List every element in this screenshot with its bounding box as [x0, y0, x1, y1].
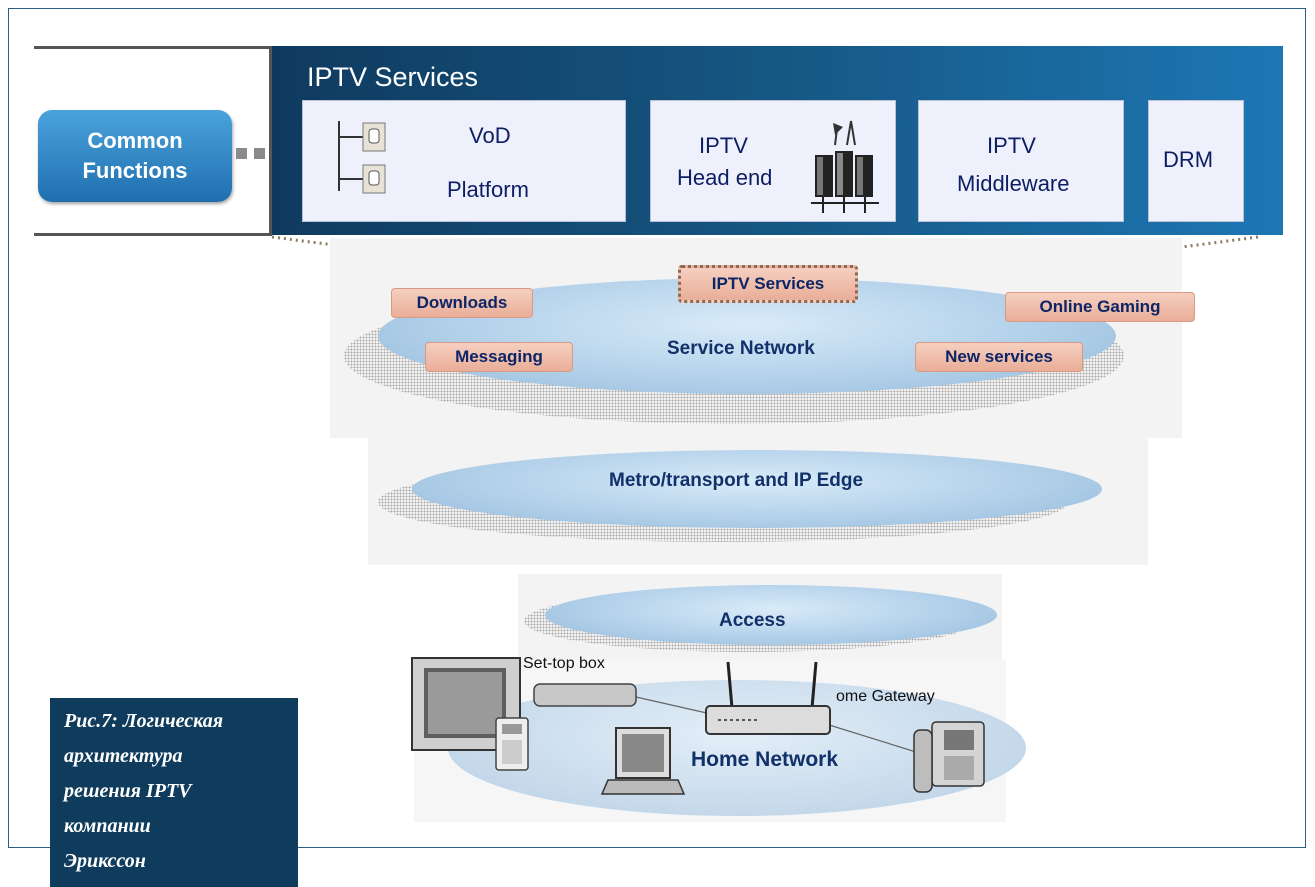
access-label: Access — [719, 610, 786, 631]
common-functions-box: Common Functions — [38, 110, 232, 202]
middleware-box: IPTV Middleware — [918, 100, 1124, 222]
common-functions-line2: Functions — [82, 158, 188, 183]
home-gateway-label: ome Gateway — [836, 688, 935, 705]
metro-ellipse — [412, 450, 1102, 528]
home-network-label: Home Network — [691, 748, 839, 771]
iptv-services-title: IPTV Services — [307, 62, 479, 92]
caption-line: Рис.7: Логическая — [64, 710, 224, 732]
common-functions-line1: Common — [87, 128, 183, 153]
caption-line: Эрикссон — [64, 850, 146, 872]
router-icon — [705, 661, 831, 735]
tag-new-services: New services — [915, 342, 1083, 372]
phone-icon — [913, 721, 985, 793]
tag-online-gaming: Online Gaming — [1005, 292, 1195, 322]
server-icon — [338, 121, 386, 194]
vod-platform-box: VoD Platform — [302, 100, 626, 222]
head-end-box: IPTV Head end — [650, 100, 896, 222]
caption-line: решения IPTV — [64, 780, 192, 802]
access-ellipse — [545, 585, 997, 645]
service-network-label: Service Network — [667, 338, 815, 359]
middleware-line2: Middleware — [957, 171, 1070, 196]
figure-caption: Рис.7: Логическая архитектура решения IP… — [50, 698, 298, 887]
tag-messaging: Messaging — [425, 342, 573, 372]
settop-box-label: Set-top box — [523, 655, 605, 672]
connector-dot — [236, 148, 247, 159]
drm-label: DRM — [1163, 147, 1214, 172]
remote-icon — [495, 717, 529, 771]
caption-line: архитектура — [64, 745, 183, 767]
vod-line2: Platform — [447, 177, 529, 202]
tag-downloads: Downloads — [391, 288, 533, 318]
cable-line — [825, 723, 917, 753]
laptop-icon — [600, 727, 686, 795]
vod-line1: VoD — [469, 123, 511, 148]
tag-iptv-services: IPTV Services — [678, 265, 858, 303]
head-end-line2: Head end — [677, 165, 773, 190]
metro-label: Metro/transport and IP Edge — [609, 470, 864, 491]
connector-dot — [254, 148, 265, 159]
head-end-line1: IPTV — [699, 133, 748, 158]
tv-icon — [411, 657, 521, 751]
caption-line: компании — [64, 815, 151, 837]
head-end-rack-icon — [811, 120, 879, 213]
middleware-line1: IPTV — [987, 133, 1036, 158]
settop-box-icon — [533, 683, 637, 707]
drm-box: DRM — [1148, 100, 1244, 222]
